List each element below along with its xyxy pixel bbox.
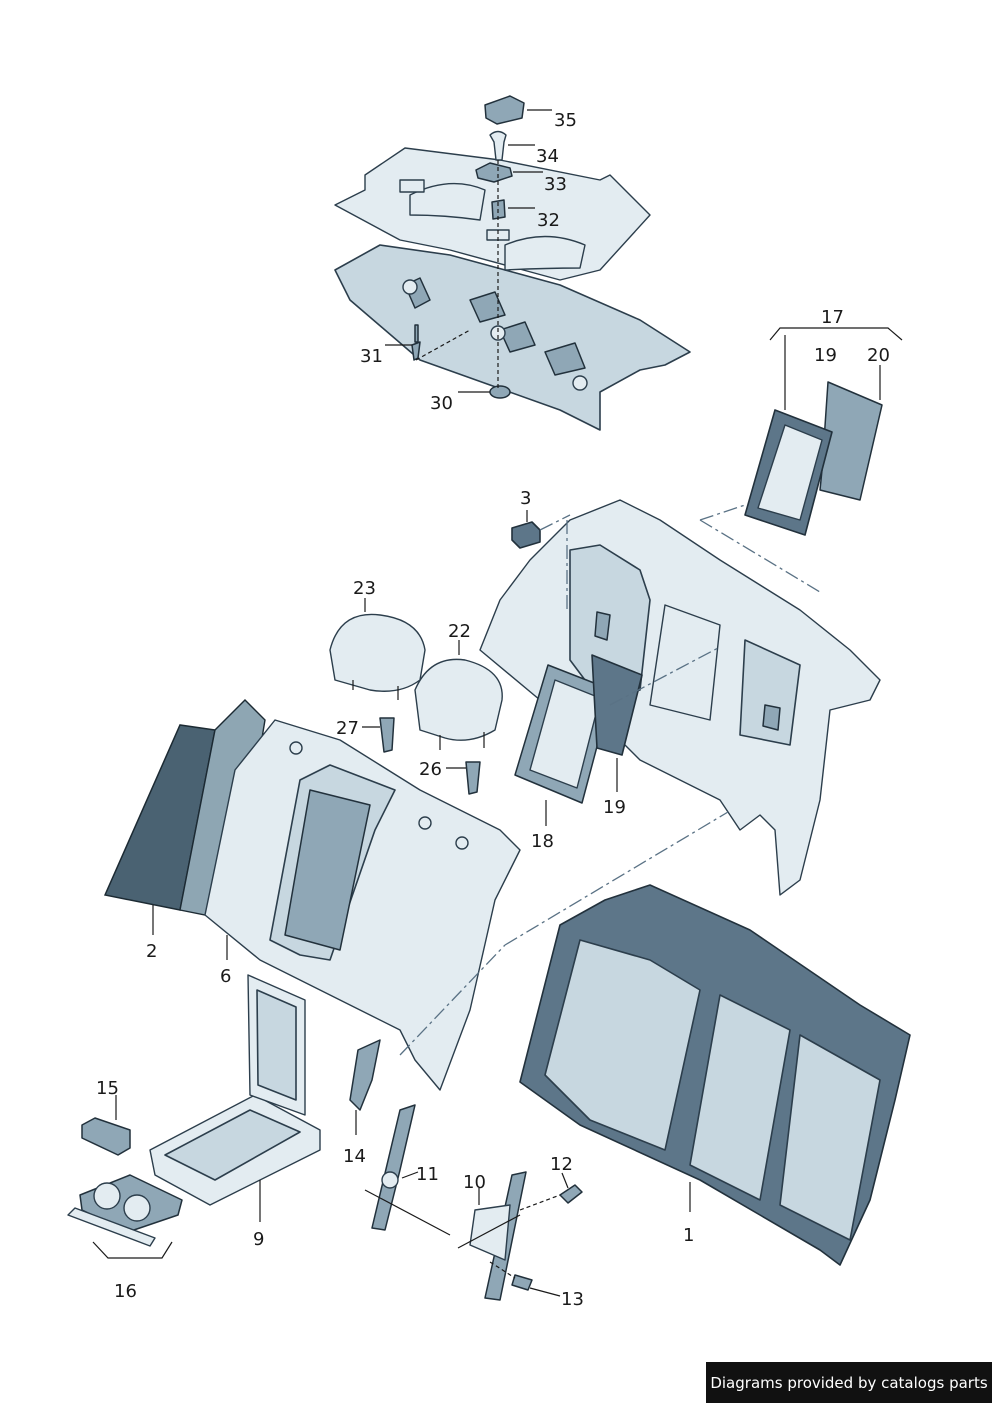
part-11-hinge <box>364 1104 451 1236</box>
callout-11: 11 <box>416 1164 439 1185</box>
callout-1: 1 <box>683 1225 694 1246</box>
part-34-bolt <box>489 130 507 161</box>
part-13-screw <box>511 1274 533 1291</box>
callout-6: 6 <box>220 966 231 987</box>
callout-23: 23 <box>353 578 376 599</box>
armrest-cover-panels <box>744 327 903 536</box>
callout-27: 27 <box>336 718 359 739</box>
callout-20: 20 <box>867 345 890 366</box>
callout-12: 12 <box>550 1154 573 1175</box>
part-12-screw <box>559 1184 583 1204</box>
callout-13: 13 <box>561 1289 584 1310</box>
part-3-clip <box>511 521 541 549</box>
seatback-frame-panel <box>479 499 881 896</box>
callout-35: 35 <box>554 110 577 131</box>
headrests <box>329 613 503 795</box>
shelf-fasteners <box>411 95 525 399</box>
callout-10: 10 <box>463 1172 486 1193</box>
part-35-cap <box>484 95 525 125</box>
part-10-hinge <box>457 1171 527 1301</box>
callout-19-upper: 19 <box>814 345 837 366</box>
seat-base-frame <box>519 884 911 1266</box>
credit-banner: Diagrams provided by catalogs parts <box>706 1362 992 1403</box>
callout-labels: 35 34 33 32 31 30 17 19 20 3 23 22 27 26… <box>96 110 890 1310</box>
callout-18: 18 <box>531 831 554 852</box>
part-6-cover <box>204 719 521 1091</box>
part-14-bracket <box>349 1039 381 1111</box>
callout-30: 30 <box>430 393 453 414</box>
leader-lines <box>115 109 691 1297</box>
callout-33: 33 <box>544 174 567 195</box>
part-30-clip <box>489 385 511 399</box>
callout-19-lower: 19 <box>603 797 626 818</box>
callout-34: 34 <box>536 146 559 167</box>
callout-22: 22 <box>448 621 471 642</box>
callout-16: 16 <box>114 1281 137 1302</box>
callout-14: 14 <box>343 1146 366 1167</box>
callout-32: 32 <box>537 210 560 231</box>
part-31-pin <box>411 324 421 361</box>
callout-15: 15 <box>96 1078 119 1099</box>
part-33-clip <box>475 162 513 183</box>
callout-9: 9 <box>253 1229 264 1250</box>
callout-17: 17 <box>821 307 844 328</box>
part-26-guide <box>465 761 481 795</box>
part-22-headrest <box>414 658 503 741</box>
callout-2: 2 <box>146 941 157 962</box>
part-15-cupholder <box>81 1117 131 1156</box>
part-27-guide <box>379 717 395 753</box>
parcel-shelf <box>334 147 691 431</box>
callout-3: 3 <box>520 488 531 509</box>
part-23-headrest <box>329 613 426 692</box>
armrest-assembly <box>149 974 321 1206</box>
seat-back-cushion <box>103 699 729 1091</box>
callout-31: 31 <box>360 346 383 367</box>
callout-26: 26 <box>419 759 442 780</box>
part-19-panel <box>591 654 643 756</box>
